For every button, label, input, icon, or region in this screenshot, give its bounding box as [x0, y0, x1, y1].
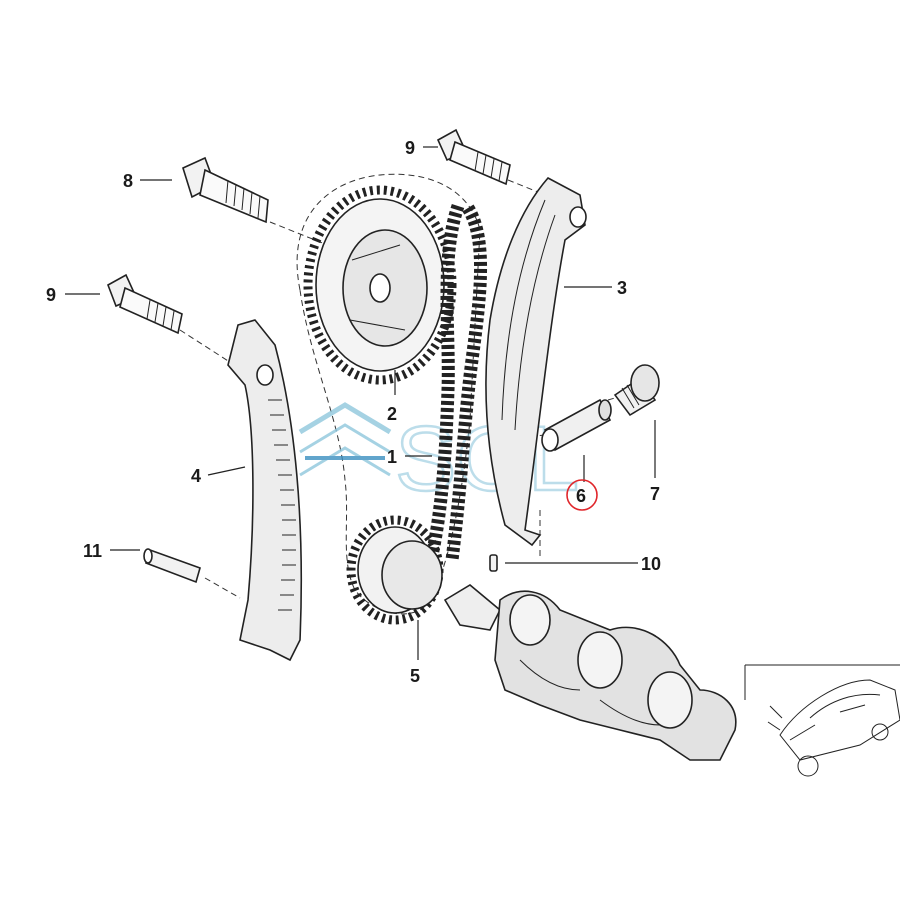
- callout-6: 6: [576, 486, 586, 506]
- guide-rail-part-4: [227, 319, 303, 662]
- callout-7: 7: [650, 484, 660, 504]
- car-thumbnail: [744, 664, 900, 777]
- callout-9-top: 9: [405, 138, 415, 158]
- sleeve-part-6: [541, 398, 612, 452]
- leader-lines: [65, 146, 656, 660]
- callout-9-left: 9: [46, 285, 56, 305]
- dowel-part-11: [143, 548, 201, 584]
- callout-10: 10: [641, 554, 661, 574]
- tensioner-rail-part-3: [485, 176, 587, 547]
- callouts: 8 9 9 3 4 2 1 5 6 7 10 11: [46, 138, 661, 686]
- callout-11: 11: [83, 541, 102, 561]
- bolt-part-9-left: [107, 273, 183, 335]
- callout-1: 1: [387, 447, 397, 467]
- callout-6-highlight-ring: [566, 479, 598, 511]
- callout-2: 2: [387, 404, 397, 424]
- callout-5: 5: [410, 666, 420, 686]
- cam-sprocket-part-2: [303, 185, 457, 385]
- crankshaft: [443, 584, 737, 761]
- callout-3: 3: [617, 278, 627, 298]
- bolt-part-8: [182, 156, 269, 224]
- callout-8: 8: [123, 171, 133, 191]
- crank-sprocket-part-5: [346, 515, 444, 625]
- callout-4: 4: [191, 466, 201, 486]
- bolt-part-9-top: [436, 128, 511, 186]
- timing-chain-part-1: [425, 203, 488, 561]
- plug-part-7: [613, 364, 660, 417]
- pin-part-10: [489, 554, 498, 572]
